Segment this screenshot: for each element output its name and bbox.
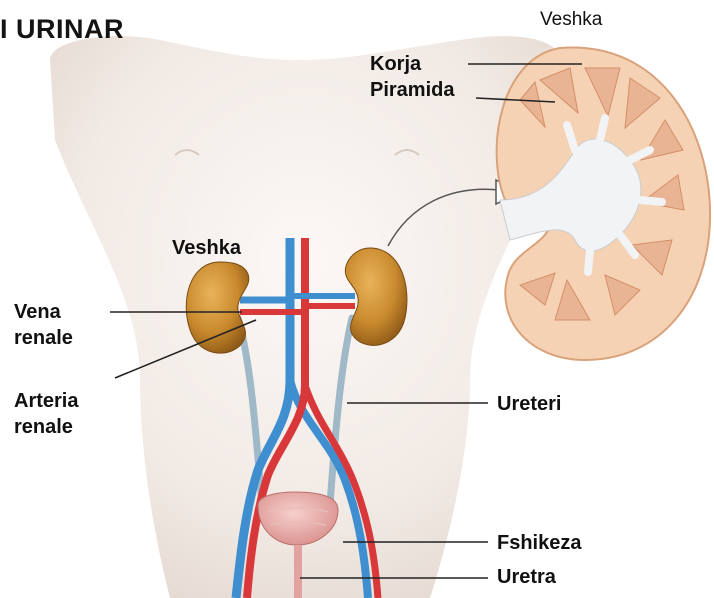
kidney-cross-section	[497, 48, 710, 360]
renal-vein-label-line1: Vena	[14, 300, 61, 324]
pyramid-label: Piramida	[370, 78, 454, 102]
renal-vein-label-line2: renale	[14, 326, 73, 350]
renal-artery-label-line2: renale	[14, 415, 73, 439]
kidney-section-title: Veshka	[540, 8, 602, 32]
cortex-label: Korja	[370, 52, 421, 76]
urethra-label: Uretra	[497, 565, 556, 589]
bladder-label: Fshikeza	[497, 531, 581, 555]
renal-artery-label-line1: Arteria	[14, 389, 78, 413]
ureter-label: Ureteri	[497, 392, 561, 416]
kidney-label: Veshka	[172, 236, 241, 260]
page-title: I URINAR	[0, 14, 124, 45]
